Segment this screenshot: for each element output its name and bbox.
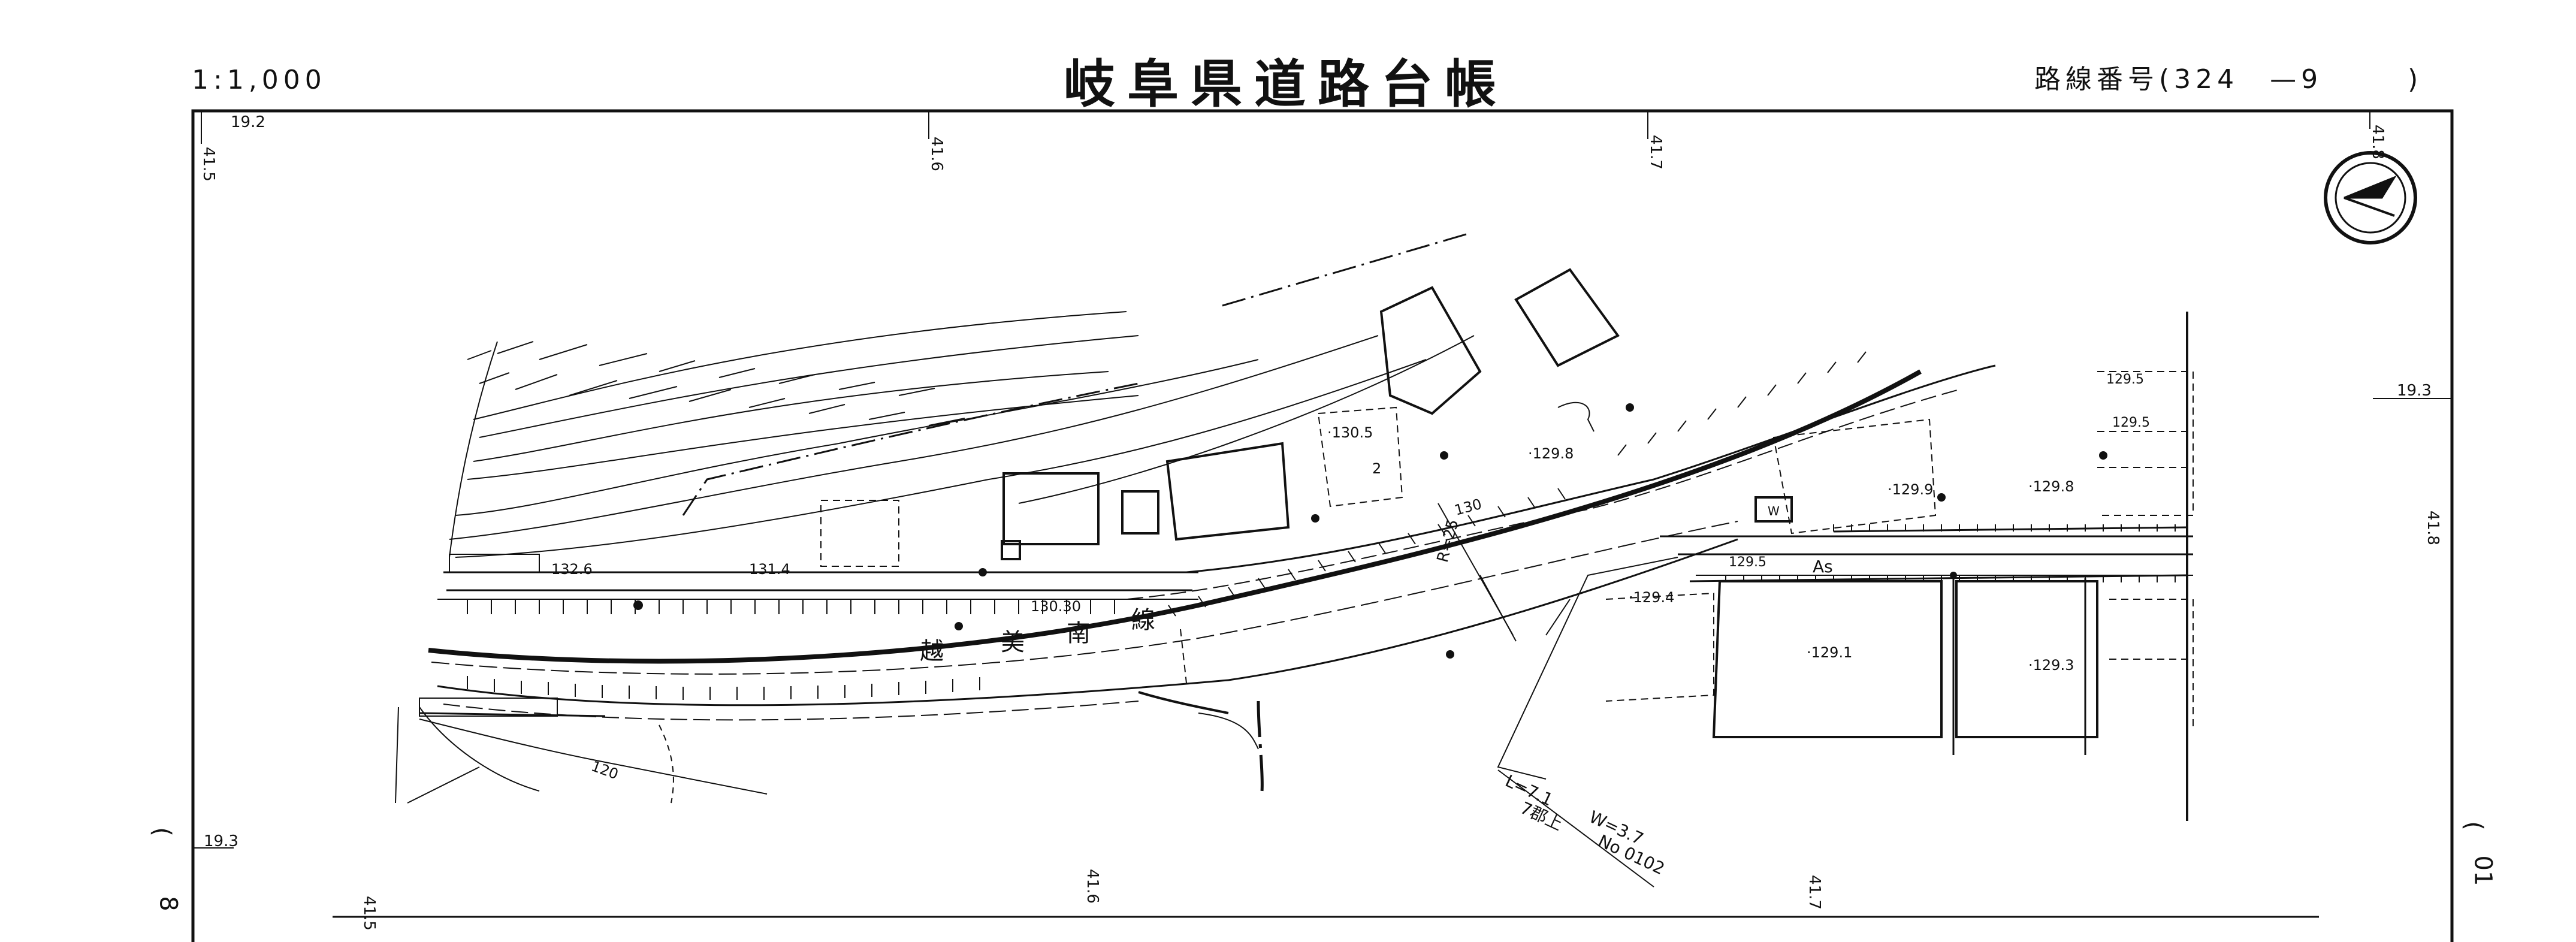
route-number-label: 路線番号(324 —9 ) <box>2034 58 2423 96</box>
grid-label-41-8-top: 41.8 <box>2369 125 2387 159</box>
elev-129-4: ·129.4 <box>1629 589 1674 606</box>
route-sub: 9 <box>2301 64 2323 95</box>
elev-129-5b: 129.5 <box>2112 415 2150 430</box>
marker-2-label: 2 <box>1372 460 1381 477</box>
grid-label-19-3-right: 19.3 <box>2397 382 2432 400</box>
building-2 <box>1121 490 1159 535</box>
grid-label-41-6-bottom: 41.6 <box>1083 869 1101 904</box>
elev-129-3: ·129.3 <box>2028 657 2074 674</box>
road-name-char-3: 南 <box>1067 620 1091 647</box>
route-label-text: 路線番号( <box>2034 64 2175 95</box>
elev-130-5: ·130.5 <box>1327 424 1373 441</box>
elev-129-8a: ·129.8 <box>1528 445 1574 462</box>
surface-label: As <box>1813 557 1833 576</box>
elev-131-4: 131.4 <box>749 561 790 578</box>
grid-label-19-2: 19.2 <box>231 113 265 131</box>
grid-label-41-6-top: 41.6 <box>928 137 946 171</box>
building-4 <box>1379 286 1482 415</box>
route-dash: — <box>2270 64 2302 95</box>
contour-lines <box>449 311 1475 558</box>
box-w <box>1754 496 1793 523</box>
route-number: 324 <box>2174 64 2239 95</box>
building-1 <box>1002 472 1100 545</box>
grid-label-41-7-top: 41.7 <box>1647 135 1665 170</box>
map-frame <box>191 109 2454 942</box>
building-3 <box>1165 442 1290 541</box>
building-5 <box>1514 268 1620 367</box>
grid-label-41-8-right: 41.8 <box>2424 511 2442 545</box>
road-name-char-4: 線 <box>1131 606 1155 634</box>
road-name-char-1: 越 <box>920 638 944 665</box>
elev-132-6: 132.6 <box>551 561 593 578</box>
grid-label-41-5-bottom: 41.5 <box>360 896 378 931</box>
control-points <box>633 403 2107 659</box>
elev-129-8b: ·129.8 <box>2028 478 2074 495</box>
box-w-label: W <box>1768 504 1780 518</box>
elev-129-9: ·129.9 <box>1888 481 1933 498</box>
route-close: ) <box>2408 64 2423 95</box>
grid-label-41-7-bottom: 41.7 <box>1805 875 1823 910</box>
route-centerline <box>428 369 1922 664</box>
elev-129-1: ·129.1 <box>1807 644 1852 661</box>
scale-label: 1:1,000 <box>192 65 327 95</box>
elev-120: 120 <box>589 757 621 783</box>
paddy-fields <box>1712 312 2188 821</box>
elev-129-5c: 129.5 <box>1729 555 1766 570</box>
road-upper-edge <box>443 364 1996 573</box>
road-name-char-2: 美 <box>1001 629 1025 656</box>
north-arrow-icon <box>2324 151 2417 244</box>
grid-label-41-5-top: 41.5 <box>200 147 218 182</box>
grid-label-19-3-left: 19.3 <box>204 832 238 850</box>
elev-129-5a: 129.5 <box>2106 372 2144 387</box>
elev-130: 130 <box>1452 496 1483 519</box>
elev-130-30: 130.30 <box>1031 598 1081 615</box>
buildings <box>1001 268 1793 560</box>
page-title: 岐阜県道路台帳 <box>1064 55 1508 114</box>
